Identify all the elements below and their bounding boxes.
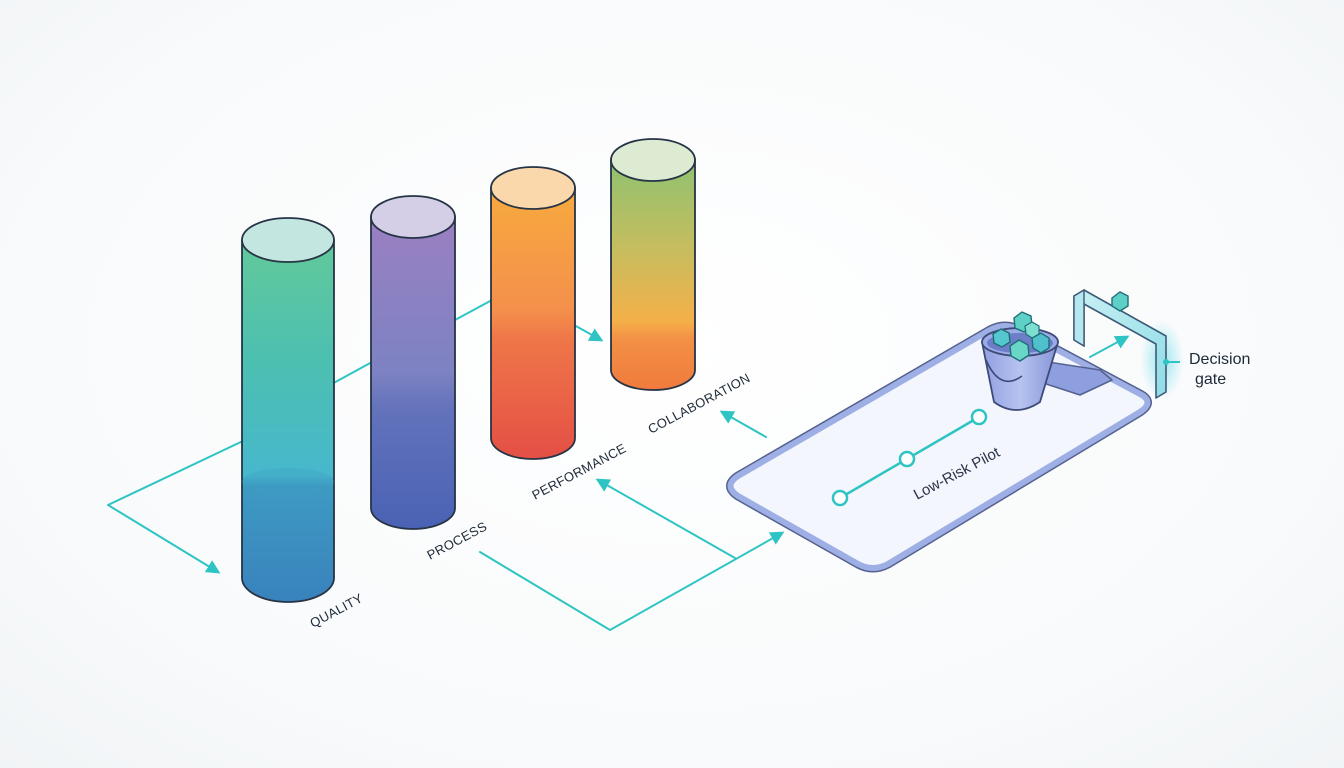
connector-performance-collab	[573, 324, 604, 342]
connector-process-performance	[454, 299, 493, 321]
gate-arch-front	[1073, 288, 1085, 348]
pillar-quality	[241, 217, 335, 603]
pillar-performance	[490, 166, 576, 460]
hexagon-token-icon	[992, 328, 1011, 348]
gate-label-line1: Decision	[1189, 351, 1250, 368]
gate-sensor-icon	[1111, 291, 1129, 312]
hexagon-token-icon	[1031, 332, 1050, 354]
pillar-quality-top	[241, 217, 335, 263]
connector-quality-process	[329, 361, 373, 386]
decision-gate	[1073, 288, 1184, 400]
connector-to-gate	[1089, 335, 1130, 358]
connector-to-performance	[595, 478, 736, 559]
hexagon-token-icon	[1024, 321, 1040, 339]
pillar-collaboration	[610, 138, 696, 391]
connector-quality-loop	[107, 439, 246, 574]
gate-label-line2: gate	[1195, 371, 1226, 388]
pillar-quality-body	[241, 239, 335, 603]
pillar-process-top	[370, 195, 456, 239]
bucket-body	[981, 341, 1059, 411]
connector-lines	[107, 299, 1130, 631]
token-bucket	[981, 311, 1059, 411]
pillar-performance-body	[490, 187, 576, 460]
pillar-collaboration-top	[610, 138, 696, 182]
pillar-process-body	[370, 216, 456, 530]
hexagon-token-icon	[1009, 339, 1030, 362]
connector-bottom-flow	[479, 531, 785, 631]
pillar-quality-band	[242, 468, 334, 496]
pillar-process	[370, 195, 456, 530]
bucket-handle	[985, 359, 1023, 383]
pilot-platform: Low-Risk Pilot	[726, 321, 1152, 573]
connector-to-collaboration	[719, 410, 767, 438]
gate-pointer-dot	[1163, 359, 1169, 365]
pilot-node-1	[831, 489, 849, 507]
pillar-performance-top	[490, 166, 576, 210]
pilot-node-3	[970, 408, 988, 426]
pillar-collaboration-body	[610, 159, 696, 391]
pilot-node-2	[898, 450, 916, 468]
